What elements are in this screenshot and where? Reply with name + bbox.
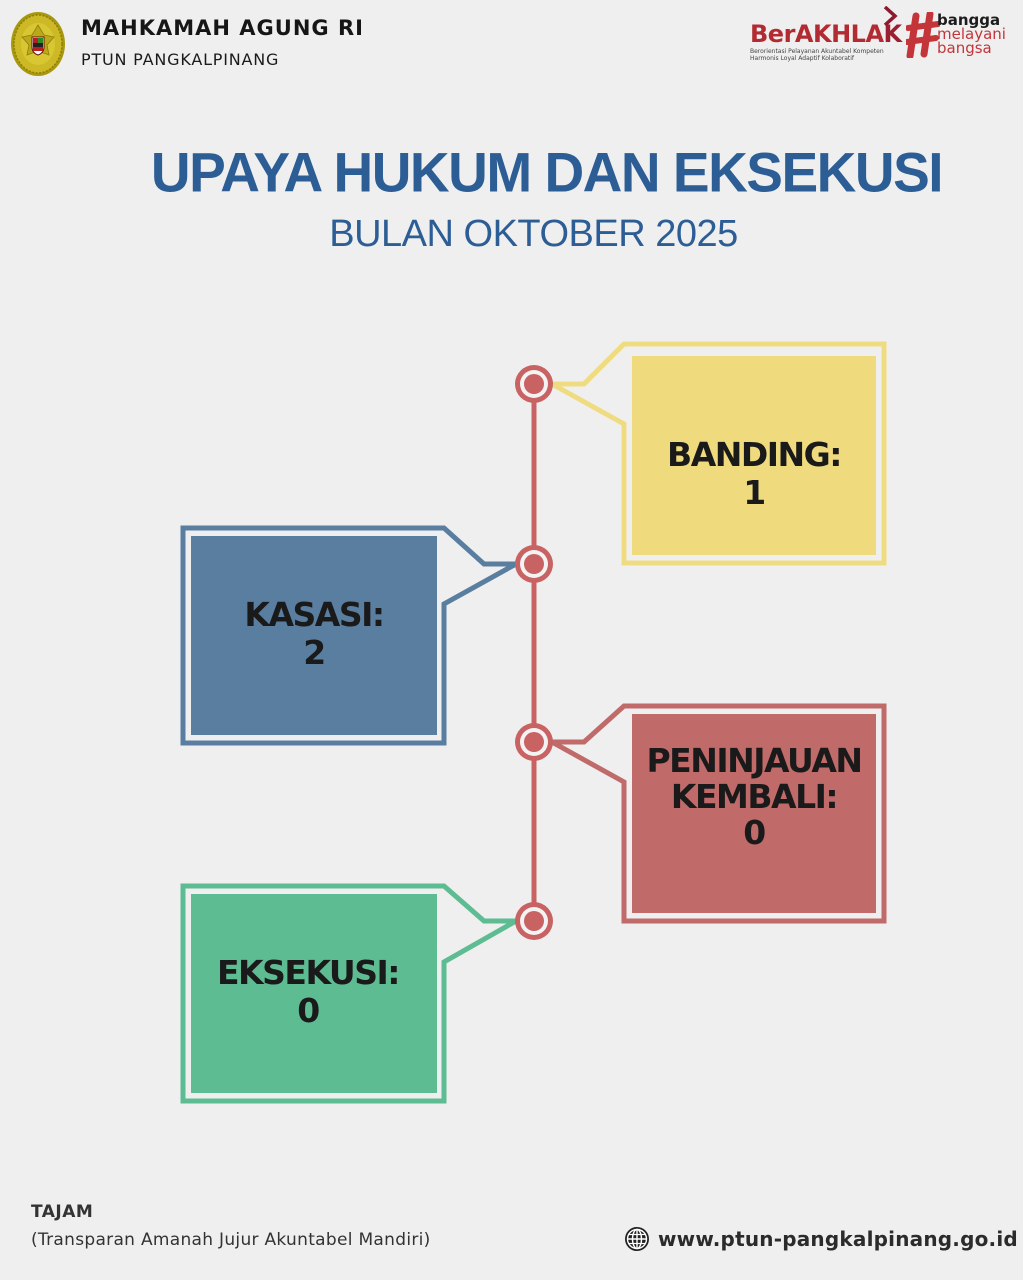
- timeline-node-3: [515, 723, 553, 761]
- berakhlak-wordmark: BerAKHLAK: [750, 20, 902, 48]
- melayani-text: melayani: [937, 25, 1006, 43]
- footer-tajam-description: (Transparan Amanah Jujur Akuntabel Mandi…: [31, 1230, 431, 1250]
- page-subtitle: BULAN OKTOBER 2025: [329, 213, 738, 255]
- bangsa-text: bangsa: [937, 39, 992, 57]
- kasasi-label: KASASI:: [244, 595, 385, 634]
- footer-website[interactable]: www.ptun-pangkalpinang.go.id: [624, 1226, 1018, 1252]
- banding-label: BANDING:: [667, 435, 842, 474]
- peninjauan-kembali-text: PENINJAUAN KEMBALI: 0: [632, 743, 876, 851]
- page-title: UPAYA HUKUM DAN EKSEKUSI: [150, 140, 944, 204]
- peninjauan-kembali-value: 0: [743, 813, 766, 852]
- peninjauan-label: PENINJAUAN: [646, 741, 864, 780]
- bangga-melayani-bangsa-logo: bangga melayani bangsa: [906, 12, 1016, 62]
- hashtag-icon: [906, 12, 940, 58]
- org-name: MAHKAMAH AGUNG RI: [81, 16, 364, 40]
- kasasi-text: KASASI: 2: [191, 596, 437, 672]
- org-subtitle: PTUN PANGKALPINANG: [81, 50, 280, 69]
- chevron-right-icon: [883, 6, 898, 26]
- timeline-node-2: [515, 545, 553, 583]
- eksekusi-label: EKSEKUSI:: [217, 953, 400, 992]
- banding-text: BANDING: 1: [632, 436, 876, 512]
- mahkamah-agung-logo: [10, 11, 66, 77]
- kasasi-value: 2: [303, 633, 326, 672]
- banding-value: 1: [743, 473, 766, 512]
- eksekusi-text: EKSEKUSI: 0: [191, 954, 425, 1030]
- kembali-label: KEMBALI:: [670, 777, 839, 816]
- berakhlak-logo: BerAKHLAK Berorientasi Pelayanan Akuntab…: [748, 6, 902, 64]
- bangga-text: bangga: [937, 11, 1001, 29]
- globe-icon: [625, 1227, 649, 1251]
- website-link[interactable]: www.ptun-pangkalpinang.go.id: [658, 1227, 1018, 1251]
- eksekusi-value: 0: [297, 991, 320, 1030]
- timeline-node-4: [515, 902, 553, 940]
- footer-tajam: TAJAM: [31, 1202, 94, 1222]
- berakhlak-tagline: Berorientasi Pelayanan Akuntabel Kompete…: [750, 48, 884, 62]
- timeline-node-1: [515, 365, 553, 403]
